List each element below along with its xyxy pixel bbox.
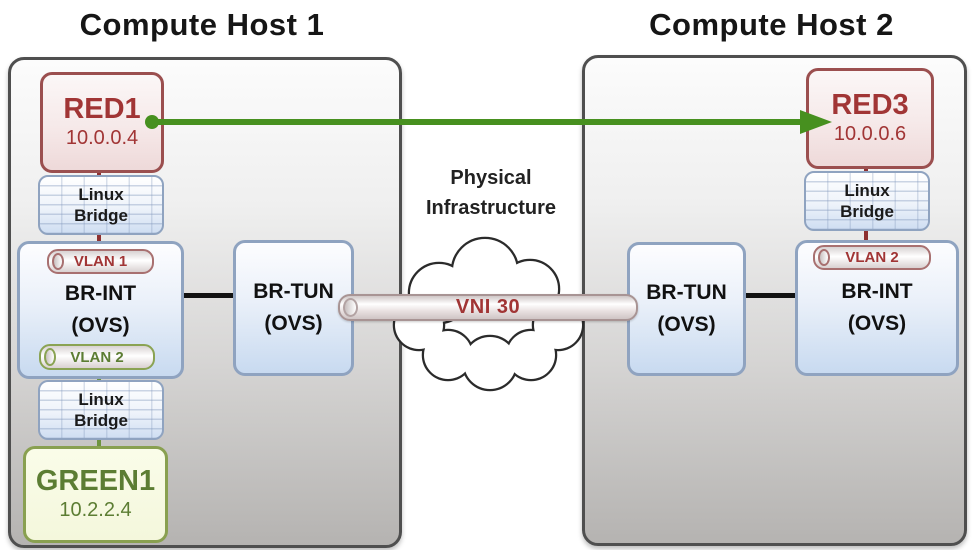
vxlan-tunnel-pipe: VNI 30 <box>338 294 638 321</box>
compute-host-2-title: Compute Host 2 <box>649 7 894 42</box>
vm-red1-box: RED1 10.0.0.4 <box>40 72 164 173</box>
vlan-cylinder-cap-icon <box>52 253 64 270</box>
bridge-brint-link-red <box>97 228 101 250</box>
vm-green1-name: GREEN1 <box>35 465 156 497</box>
linux-bridge-host1-top: Linux Bridge <box>38 175 164 235</box>
linux-bridge-label-line2: Bridge <box>74 206 128 225</box>
br-int-host1-name: BR-INT <box>64 282 137 305</box>
br-tun-host2-type: (OVS) <box>657 313 716 336</box>
br-tun-host2-box: BR-TUN (OVS) <box>627 242 746 376</box>
vlan2-tag-host2: VLAN 2 <box>813 245 931 270</box>
br-tun-host1-box: BR-TUN (OVS) <box>233 240 354 376</box>
br-int-host2-type: (OVS) <box>847 312 907 335</box>
vni-tunnel-label: VNI 30 <box>455 296 521 318</box>
vm-red3-ip: 10.0.0.6 <box>833 123 907 145</box>
vlan-cylinder-cap-icon <box>818 249 830 266</box>
vlan2-tag-host2-label: VLAN 2 <box>845 249 899 266</box>
vlan2-tag-host1: VLAN 2 <box>39 344 155 370</box>
vm-red3-name: RED3 <box>831 89 909 121</box>
brint-brtun-link-host1 <box>178 293 236 298</box>
br-tun-host1-type: (OVS) <box>264 312 323 335</box>
linux-bridge-label-line1: Linux <box>78 390 124 409</box>
vlan-cylinder-cap-icon <box>44 348 56 366</box>
vm-red3-box: RED3 10.0.0.6 <box>806 68 934 169</box>
bridge-brint-link-host2 <box>864 225 868 248</box>
infra-label-line2: Infrastructure <box>425 197 557 219</box>
linux-bridge-label-line2: Bridge <box>74 411 128 430</box>
pipe-cylinder-cap-icon <box>343 298 358 317</box>
vlan1-tag-label: VLAN 1 <box>73 253 128 270</box>
linux-bridge-host2: Linux Bridge <box>804 171 930 231</box>
linux-bridge-host1-bottom: Linux Bridge <box>38 380 164 440</box>
physical-infrastructure-label: Physical Infrastructure <box>396 163 586 223</box>
vlan1-tag-host1: VLAN 1 <box>47 249 154 274</box>
vm-green1-box: GREEN1 10.2.2.4 <box>23 446 168 543</box>
compute-host-1-title: Compute Host 1 <box>79 7 325 42</box>
br-int-host1-type: (OVS) <box>71 314 130 337</box>
vm-red1-ip: 10.0.0.4 <box>65 127 139 149</box>
br-tun-host2-name: BR-TUN <box>646 281 727 304</box>
vm-red1-name: RED1 <box>63 93 141 125</box>
br-int-host2-name: BR-INT <box>841 280 913 303</box>
linux-bridge-label-line1: Linux <box>844 181 890 200</box>
bridge-green1-link <box>97 432 101 450</box>
vm-green1-ip: 10.2.2.4 <box>59 499 132 521</box>
brtun-brint-link-host2 <box>739 293 797 298</box>
infra-label-line1: Physical <box>450 167 532 189</box>
vlan2-tag-label: VLAN 2 <box>70 348 124 366</box>
br-tun-host1-name: BR-TUN <box>253 280 334 303</box>
linux-bridge-label-line2: Bridge <box>840 202 894 221</box>
linux-bridge-label-line1: Linux <box>78 185 124 204</box>
